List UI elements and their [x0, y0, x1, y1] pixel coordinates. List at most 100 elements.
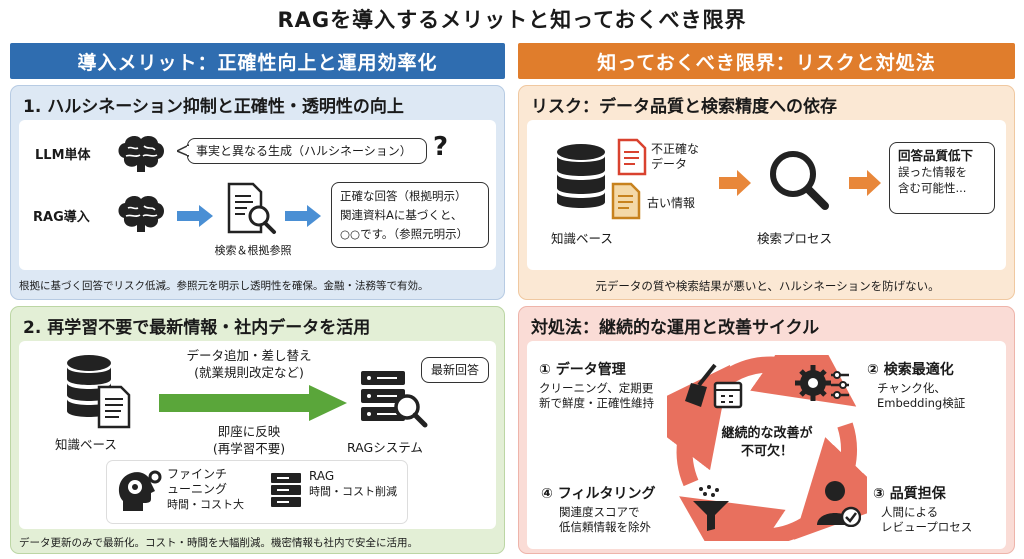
step-quality-assurance: ③ 品質担保 人間による レビュープロセス — [873, 483, 972, 535]
latest-answer-bubble: 最新回答 — [421, 357, 489, 383]
desc-line: レビュープロセス — [881, 520, 973, 534]
ft-line: ファインチ — [167, 467, 228, 481]
desc-line: クリーニング、定期更 — [539, 381, 654, 395]
answer-line: ○○です。（参照元明示） — [340, 227, 469, 241]
search-process-label: 検索プロセス — [757, 231, 833, 246]
bubble-tail-icon — [177, 144, 189, 157]
old-document-icon — [611, 182, 641, 220]
step-desc: クリーニング、定期更 新で鮮度・正確性維持 — [539, 381, 654, 411]
step-title: ④ フィルタリング — [541, 486, 656, 502]
center-line: 継続的な改善が — [721, 426, 813, 441]
result-title: 回答品質低下 — [898, 148, 974, 163]
result-line: 誤った情報を — [898, 165, 967, 179]
label-line: 不正確な — [651, 142, 700, 156]
funnel-icon — [693, 485, 729, 531]
server-search-icon — [361, 371, 428, 428]
retraining-panel: 2. 再学習不要で最新情報・社内データを活用 知識ベース データ追加・差し替え … — [10, 306, 505, 554]
hallucination-panel: 1. ハルシネーション抑制と正確性・透明性の向上 LLM単体 事実と異なる生成（… — [10, 85, 505, 300]
step-desc: 人間による レビュープロセス — [873, 505, 972, 535]
ft-line: 時間・コスト大 — [167, 498, 244, 511]
fine-tuning-text: ファインチ ューニング 時間・コスト大 — [167, 467, 244, 512]
step-filtering: ④ フィルタリング 関連度スコアで 低信頼情報を除外 — [541, 483, 655, 535]
comparison-box: ファインチ ューニング 時間・コスト大 RAG 時間・コスト削減 — [107, 461, 407, 523]
step-title: ③ 品質担保 — [873, 486, 946, 502]
panel-title: 対処法：継続的な運用と改善サイクル — [531, 318, 820, 338]
risk-panel: リスク：データ品質と検索精度への依存 知識ベース 不正確な データ 古い情報 検… — [518, 85, 1015, 300]
brain-icon — [118, 135, 164, 172]
instant-reflect-label: 即座に反映 (再学習不要) — [159, 423, 339, 457]
rag-system-label: RAGシステム — [347, 440, 423, 455]
question-icon: ? — [433, 132, 449, 162]
broken-search-icon — [770, 151, 829, 210]
answer-line: 正確な回答（根拠明示） — [340, 189, 467, 203]
label-line: データ追加・差し替え — [186, 348, 312, 363]
panel-summary: 元データの質や検索結果が悪いと、ハルシネーションを防げない。 — [595, 279, 940, 293]
old-info-label: 古い情報 — [647, 196, 696, 210]
step-search-optimization: ② 検索最適化 チャンク化、 Embedding検証 — [867, 359, 965, 411]
label-line: 即座に反映 — [217, 424, 281, 439]
step-data-management: ① データ管理 クリーニング、定期更 新で鮮度・正確性維持 — [539, 359, 654, 411]
label-line: (就業規則改定など) — [194, 365, 304, 380]
answer-line: 関連資料Aに基づくと、 — [340, 208, 463, 222]
hallucination-bubble: 事実と異なる生成（ハルシネーション） — [187, 138, 427, 164]
desc-line: チャンク化、 — [877, 381, 946, 395]
label-line: データ — [651, 157, 688, 171]
arrow-right-icon — [285, 205, 321, 227]
step-desc: チャンク化、 Embedding検証 — [867, 381, 965, 411]
data-update-label: データ追加・差し替え (就業規則改定など) — [149, 347, 349, 381]
knowledge-base-label: 知識ベース — [55, 437, 117, 452]
broom-calendar-icon — [685, 363, 743, 409]
desc-line: 新で鮮度・正確性維持 — [539, 396, 654, 410]
ai-head-gear-icon — [118, 470, 162, 511]
latest-answer-text: 最新回答 — [430, 363, 479, 377]
desc-line: 関連度スコアで — [559, 505, 640, 519]
page-title: RAGを導入するメリットと知っておくべき限界 — [277, 8, 747, 32]
panel-title: 2. 再学習不要で最新情報・社内データを活用 — [23, 318, 371, 338]
bad-data-label: 不正確な データ — [651, 142, 699, 172]
countermeasure-panel: 対処法：継続的な運用と改善サイクル 継続的な改善が 不可欠！ — [518, 306, 1015, 554]
answer-bubble: 正確な回答（根拠明示） 関連資料Aに基づくと、 ○○です。（参照元明示） — [331, 182, 489, 248]
arrow-right-icon — [159, 385, 347, 421]
panel-title: 1. ハルシネーション抑制と正確性・透明性の向上 — [23, 97, 404, 117]
gear-settings-icon — [795, 365, 849, 401]
database-icon — [67, 355, 131, 429]
label-line: (再学習不要) — [212, 441, 286, 456]
center-line: 不可欠！ — [740, 444, 793, 459]
step-title: ① データ管理 — [539, 362, 626, 378]
desc-line: Embedding検証 — [877, 396, 966, 410]
quality-drop-bubble: 回答品質低下 誤った情報を 含む可能性... — [889, 142, 995, 214]
panel-body: LLM単体 事実と異なる生成（ハルシネーション） ? RAG導入 検索＆根拠参照… — [19, 120, 496, 270]
server-icon — [271, 473, 301, 507]
hallucination-text: 事実と異なる生成（ハルシネーション） — [196, 144, 412, 158]
llm-only-label: LLM単体 — [35, 148, 91, 163]
panel-body: 継続的な改善が 不可欠！ ① デー — [527, 341, 1006, 549]
step-title: ② 検索最適化 — [867, 362, 954, 378]
cycle-center-text: 継続的な改善が 不可欠！ — [715, 425, 819, 461]
panel-summary: 根拠に基づく回答でリスク低減。参照元を明示し透明性を確保。金融・法務等で有効。 — [19, 280, 429, 292]
rag-label: RAG導入 — [33, 210, 90, 225]
result-line: 含む可能性... — [898, 181, 967, 195]
document-search-icon — [227, 182, 276, 234]
brain-icon — [118, 195, 164, 232]
rag-line: 時間・コスト削減 — [309, 485, 397, 498]
panel-title: リスク：データ品質と検索精度への依存 — [531, 97, 837, 117]
database-icon — [557, 144, 605, 208]
ft-line: ューニング — [167, 482, 228, 496]
knowledge-base-label: 知識ベース — [551, 231, 613, 246]
desc-line: 人間による — [881, 505, 939, 519]
panel-body: 知識ベース 不正確な データ 古い情報 検索プロセス 回答品質低下 誤った情報を… — [527, 120, 1006, 270]
rag-line: RAG — [309, 469, 335, 483]
panel-body: 知識ベース データ追加・差し替え (就業規則改定など) 即座に反映 (再学習不要… — [19, 341, 496, 529]
benefits-header: 導入メリット：正確性向上と運用効率化 — [10, 43, 505, 79]
limits-header: 知っておくべき限界：リスクと対処法 — [518, 43, 1015, 79]
desc-line: 低信頼情報を除外 — [559, 520, 651, 534]
person-check-icon — [817, 481, 861, 527]
step-desc: 関連度スコアで 低信頼情報を除外 — [541, 505, 655, 535]
search-label: 検索＆根拠参照 — [214, 244, 292, 257]
panel-summary: データ更新のみで最新化。コスト・時間を大幅削減。機密情報も社内で安全に活用。 — [19, 537, 418, 549]
arrow-right-icon — [719, 170, 751, 196]
arrow-right-icon — [177, 205, 213, 227]
bad-document-icon — [617, 138, 647, 176]
rag-cost-text: RAG 時間・コスト削減 — [309, 469, 397, 499]
arrow-right-icon — [849, 170, 881, 196]
